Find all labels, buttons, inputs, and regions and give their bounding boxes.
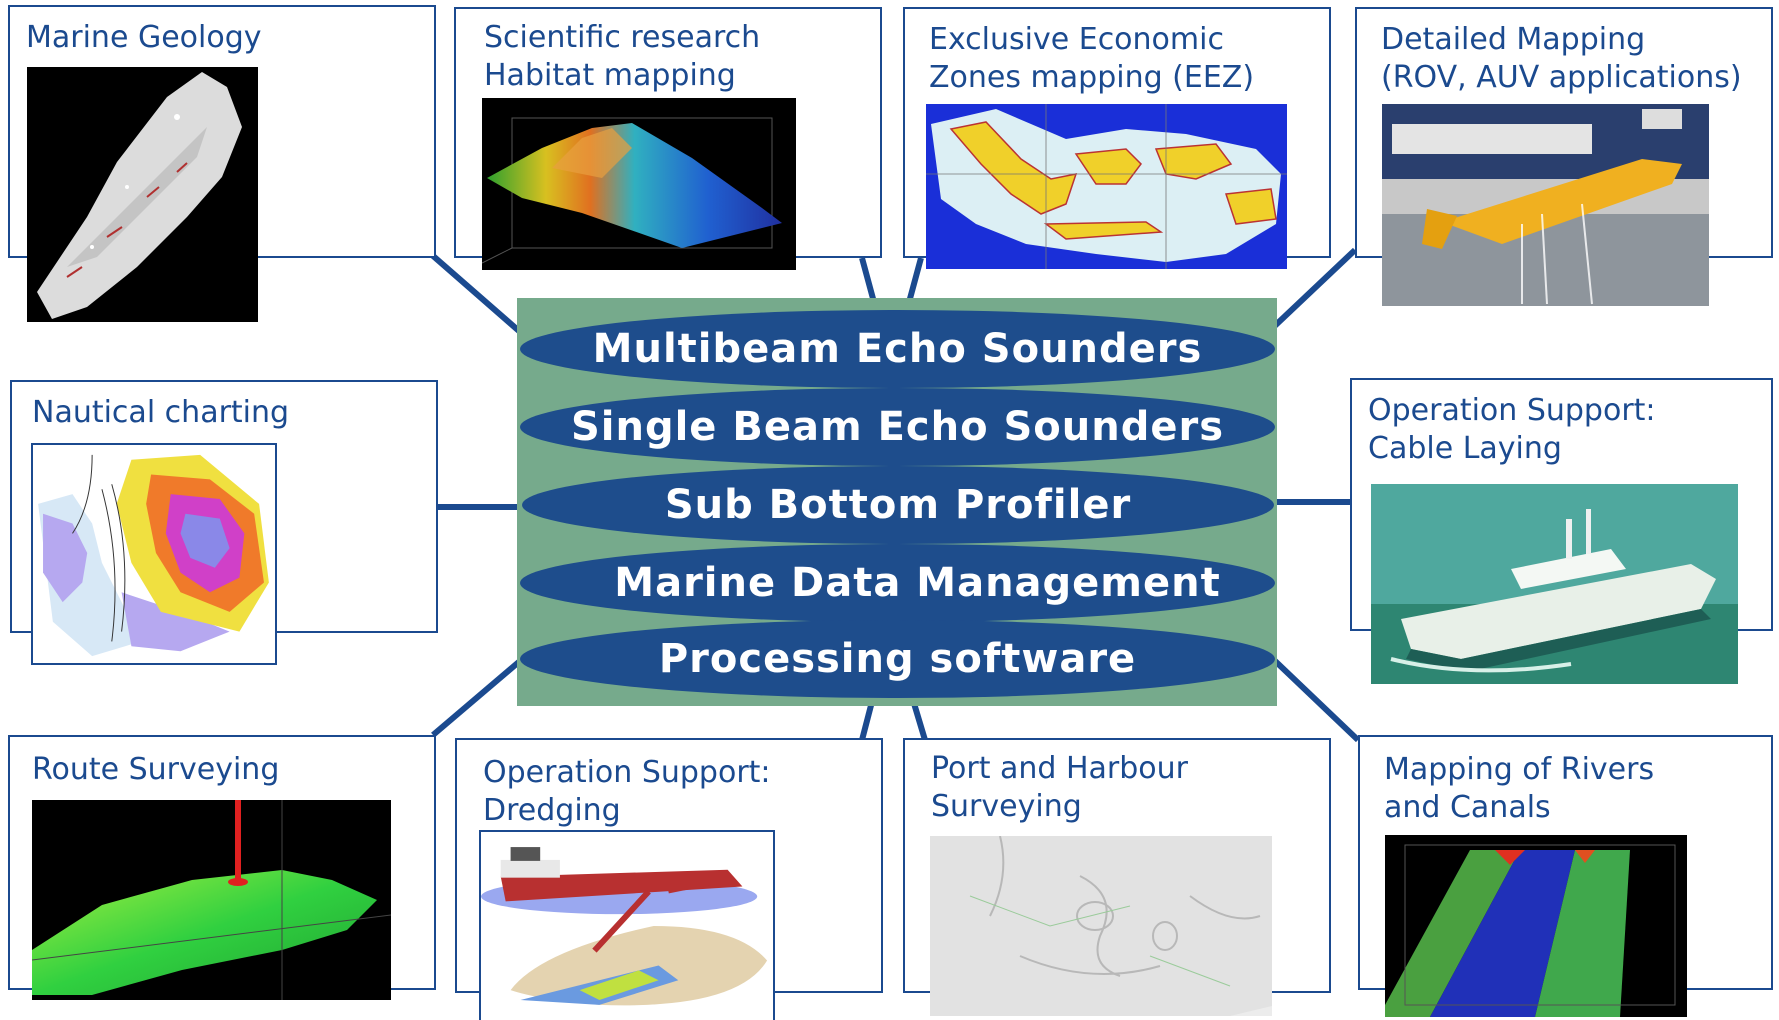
image-route-survey — [32, 800, 391, 1000]
pill-data-management: Marine Data Management — [520, 544, 1275, 622]
pill-single-beam: Single Beam Echo Sounders — [520, 388, 1275, 466]
title-dredging: Operation Support: Dredging — [483, 755, 771, 828]
pill-multibeam: Multibeam Echo Sounders — [520, 310, 1275, 388]
connector-detailed-mapping — [1259, 247, 1358, 341]
image-marine-geology — [27, 67, 258, 322]
pill-processing-software: Processing software — [520, 620, 1275, 698]
title-port-harbour: Port and Harbour Surveying — [931, 751, 1189, 824]
image-nautical-chart — [31, 443, 277, 665]
title-route-surveying: Route Surveying — [32, 752, 280, 787]
image-eez-map — [926, 104, 1287, 269]
title-scientific-research: Scientific research Habitat mapping — [484, 20, 761, 93]
image-habitat-mapping — [482, 98, 796, 270]
image-harbour-relief — [930, 836, 1272, 1016]
image-dredging — [479, 830, 775, 1020]
title-nautical-charting: Nautical charting — [32, 395, 290, 430]
pill-sub-bottom: Sub Bottom Profiler — [522, 466, 1274, 544]
title-eez: Exclusive Economic Zones mapping (EEZ) — [929, 22, 1255, 95]
connector-rivers-canals — [1269, 655, 1361, 743]
image-cable-ship — [1371, 484, 1738, 684]
title-cable-laying: Operation Support: Cable Laying — [1368, 393, 1656, 466]
image-auv — [1382, 104, 1709, 306]
connector-marine-geology — [430, 252, 529, 341]
connector-route-surveying — [431, 652, 529, 738]
image-river-canal — [1385, 835, 1687, 1017]
title-detailed-mapping: Detailed Mapping (ROV, AUV applications) — [1381, 22, 1742, 95]
title-rivers-canals: Mapping of Rivers and Canals — [1384, 752, 1655, 825]
title-marine-geology: Marine Geology — [26, 20, 262, 55]
